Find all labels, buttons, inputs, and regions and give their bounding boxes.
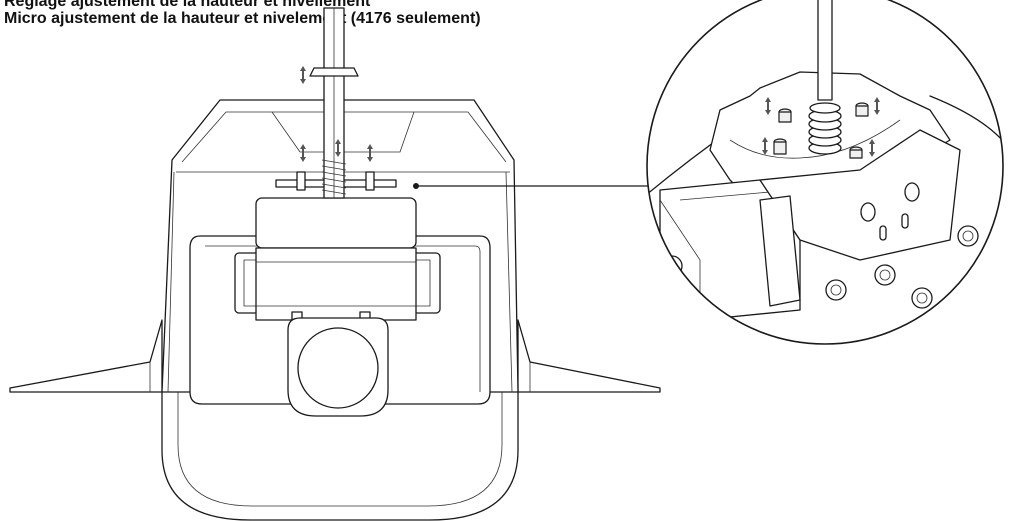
back-can [161,392,519,521]
detail-flange [759,195,801,307]
flange-left [9,319,163,393]
detail-spring [808,102,842,155]
screw-left [296,171,306,191]
detail-set-screws [773,102,869,159]
detail-rod [817,0,833,101]
wing-nut [309,67,359,77]
figure-subtitle: Micro ajustement de la hauteur et nivele… [4,10,481,27]
figure-title-clipped: Réglage ajustement de la hauteur et nive… [0,0,800,10]
transformer-cap [255,197,417,249]
detail-side-bracket [759,129,961,261]
rod-threads [321,159,347,195]
adjust-arrow-icon [300,66,306,84]
screw-right [365,171,375,191]
main-mount-view [9,7,661,521]
figure-title: Réglage ajustement de la hauteur et nive… [4,0,371,10]
flange-right [517,319,661,393]
detail-view [646,0,1004,345]
